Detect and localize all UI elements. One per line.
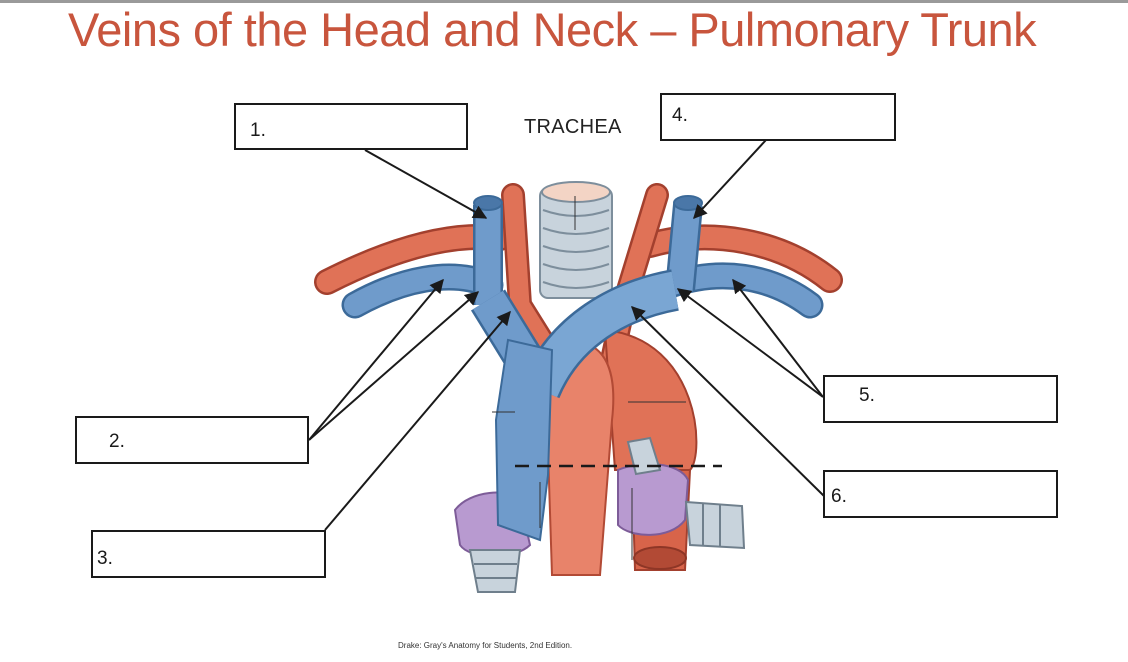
label-number-4: 4. (672, 105, 688, 126)
leader-2a (308, 278, 444, 441)
trachea-label: TRACHEA (524, 116, 622, 138)
label-number-1: 1. (250, 120, 266, 141)
leader-5b (732, 278, 824, 398)
label-box-1[interactable]: 1. (234, 103, 468, 150)
page-title: Veins of the Head and Neck – Pulmonary T… (68, 3, 1037, 56)
label-number-6: 6. (831, 486, 847, 507)
leader-3 (324, 310, 511, 531)
tick-lines (492, 196, 686, 560)
leader-lines (308, 139, 826, 531)
top-rule (0, 0, 1128, 3)
leader-1 (364, 149, 488, 219)
label-box-5[interactable]: 5. (823, 375, 1058, 423)
label-box-3[interactable]: 3. (91, 530, 326, 578)
label-box-2[interactable]: 2. (75, 416, 309, 464)
trachea (539, 181, 613, 299)
label-box-6[interactable]: 6. (823, 470, 1058, 518)
leader-4 (693, 139, 767, 220)
superior-vena-cava (494, 338, 554, 542)
bronchi (453, 436, 746, 593)
leader-5a (676, 288, 824, 398)
source-credit: Drake: Gray's Anatomy for Students, 2nd … (398, 641, 573, 650)
aortic-arch (603, 328, 698, 471)
leader-6 (631, 306, 826, 498)
label-box-4[interactable]: 4. (660, 93, 896, 141)
leader-2b (308, 291, 480, 441)
label-number-3: 3. (97, 548, 113, 569)
label-number-5: 5. (859, 385, 875, 406)
label-number-2: 2. (109, 431, 125, 452)
veins (341, 195, 824, 542)
